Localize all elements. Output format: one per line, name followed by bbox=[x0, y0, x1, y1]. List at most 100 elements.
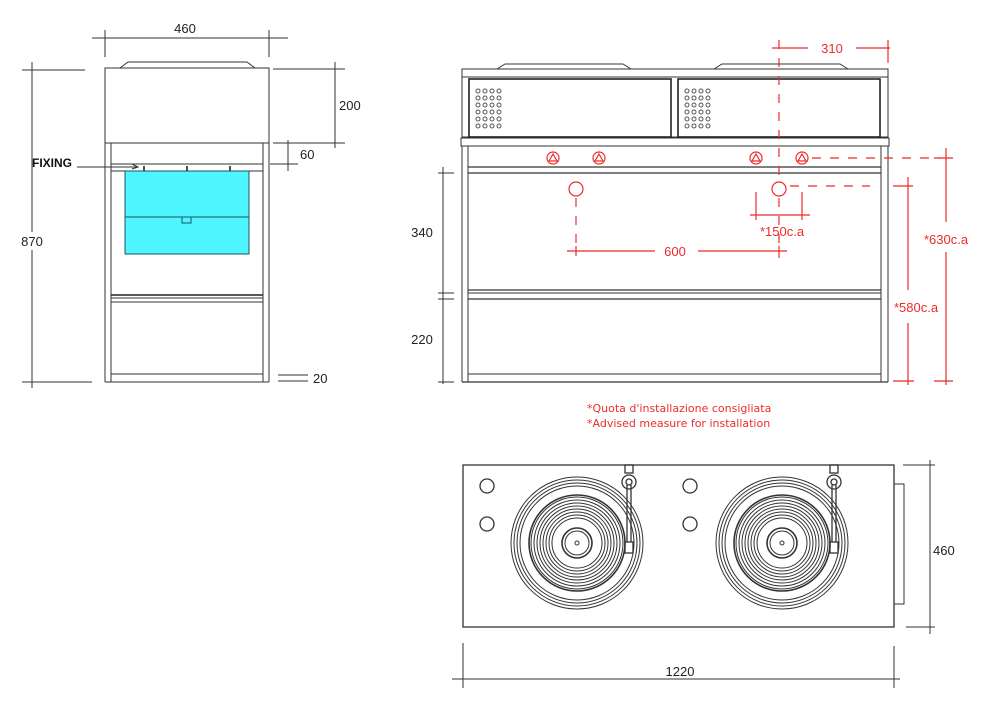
button-icon bbox=[682, 516, 698, 532]
record-groove bbox=[513, 479, 641, 607]
top-side-panel bbox=[893, 483, 905, 605]
grille-hole bbox=[691, 109, 697, 115]
knob-icon bbox=[749, 151, 763, 165]
front-lower-label: 220 bbox=[411, 332, 433, 347]
grille-hole bbox=[496, 123, 502, 129]
grille-hole bbox=[684, 116, 690, 122]
record-groove bbox=[715, 476, 849, 610]
record-groove bbox=[735, 496, 829, 590]
grille-hole bbox=[496, 95, 502, 101]
front-lid-right bbox=[713, 63, 849, 70]
grille-hole bbox=[684, 109, 690, 115]
grille-hole bbox=[475, 123, 481, 129]
note-italian: *Quota d'installazione consigliata bbox=[587, 402, 771, 415]
button-icon bbox=[479, 478, 495, 494]
grille-hole bbox=[684, 88, 690, 94]
front-lid-left bbox=[496, 63, 632, 70]
top-view: 460 1220 bbox=[452, 460, 955, 688]
record-groove bbox=[539, 505, 615, 581]
grille-hole bbox=[698, 95, 704, 101]
front-height-a-label: *630c.a bbox=[924, 232, 969, 247]
label-bg bbox=[20, 232, 46, 250]
grille-hole bbox=[489, 102, 495, 108]
record-groove bbox=[564, 530, 590, 556]
record-groove bbox=[769, 530, 795, 556]
front-view: 310 *150c.a 600 *630c.a *580c.a 340 220 bbox=[408, 40, 969, 385]
record-groove bbox=[724, 485, 840, 601]
record-groove bbox=[519, 485, 635, 601]
turntable-record-icon-left bbox=[510, 476, 644, 610]
speaker-grille-left bbox=[475, 88, 502, 129]
fixing-hole-left bbox=[568, 181, 584, 197]
side-lid bbox=[119, 61, 256, 69]
grille-hole bbox=[489, 123, 495, 129]
grille-hole bbox=[684, 123, 690, 129]
tonearm-icon-left bbox=[621, 464, 637, 554]
record-groove bbox=[753, 514, 811, 572]
grille-hole bbox=[496, 109, 502, 115]
grille-hole bbox=[475, 116, 481, 122]
grille-hole bbox=[475, 109, 481, 115]
knob-icon bbox=[795, 151, 809, 165]
front-top-box bbox=[461, 76, 889, 138]
knob-icon bbox=[592, 151, 606, 165]
record-groove bbox=[533, 499, 621, 587]
record-groove bbox=[738, 499, 826, 587]
front-top-slab bbox=[461, 68, 889, 78]
side-width-label: 460 bbox=[174, 21, 196, 36]
grille-hole bbox=[475, 95, 481, 101]
grille-hole bbox=[482, 102, 488, 108]
speaker-grille-right bbox=[684, 88, 711, 129]
record-groove bbox=[744, 505, 820, 581]
grille-hole bbox=[705, 95, 711, 101]
record-groove bbox=[766, 527, 798, 559]
grille-hole bbox=[482, 88, 488, 94]
record-groove bbox=[551, 517, 603, 569]
record-groove bbox=[516, 482, 638, 604]
grille-hole bbox=[691, 123, 697, 129]
grille-hole bbox=[496, 102, 502, 108]
grille-hole bbox=[698, 88, 704, 94]
tonearm-icon-right bbox=[826, 464, 842, 554]
record-groove bbox=[718, 479, 846, 607]
side-drawer-handle bbox=[181, 216, 192, 224]
grille-hole bbox=[691, 116, 697, 122]
grille-hole bbox=[475, 102, 481, 108]
grille-hole bbox=[698, 109, 704, 115]
record-spindle bbox=[779, 540, 785, 546]
fixing-arrow-head bbox=[131, 163, 140, 170]
top-width-label: 1220 bbox=[666, 664, 695, 679]
grille-hole bbox=[489, 88, 495, 94]
record-groove bbox=[756, 517, 808, 569]
side-height-label: 870 bbox=[21, 234, 43, 249]
record-groove bbox=[542, 508, 612, 578]
top-depth-label: 460 bbox=[933, 543, 955, 558]
grille-hole bbox=[698, 116, 704, 122]
grille-hole bbox=[496, 116, 502, 122]
front-speaker-left bbox=[468, 78, 672, 138]
grille-hole bbox=[705, 116, 711, 122]
grille-hole bbox=[482, 116, 488, 122]
grille-hole bbox=[691, 88, 697, 94]
grille-hole bbox=[482, 95, 488, 101]
grille-hole bbox=[705, 123, 711, 129]
record-groove bbox=[721, 482, 843, 604]
side-view: 460 FIXING 870 bbox=[20, 21, 361, 388]
note-english: *Advised measure for installation bbox=[587, 417, 770, 430]
button-icon bbox=[682, 478, 698, 494]
record-spindle bbox=[574, 540, 580, 546]
grille-hole bbox=[691, 95, 697, 101]
grille-hole bbox=[684, 95, 690, 101]
front-spacing-label: 600 bbox=[664, 244, 686, 259]
record-groove bbox=[536, 502, 618, 584]
grille-hole bbox=[482, 123, 488, 129]
side-gap-label: 60 bbox=[300, 147, 314, 162]
label-bg bbox=[408, 224, 436, 242]
turntable-record-icon-right bbox=[715, 476, 849, 610]
grille-hole bbox=[482, 109, 488, 115]
grille-hole bbox=[691, 102, 697, 108]
front-offset-label: 310 bbox=[821, 41, 843, 56]
grille-hole bbox=[475, 88, 481, 94]
front-height-b-label: *580c.a bbox=[894, 300, 939, 315]
